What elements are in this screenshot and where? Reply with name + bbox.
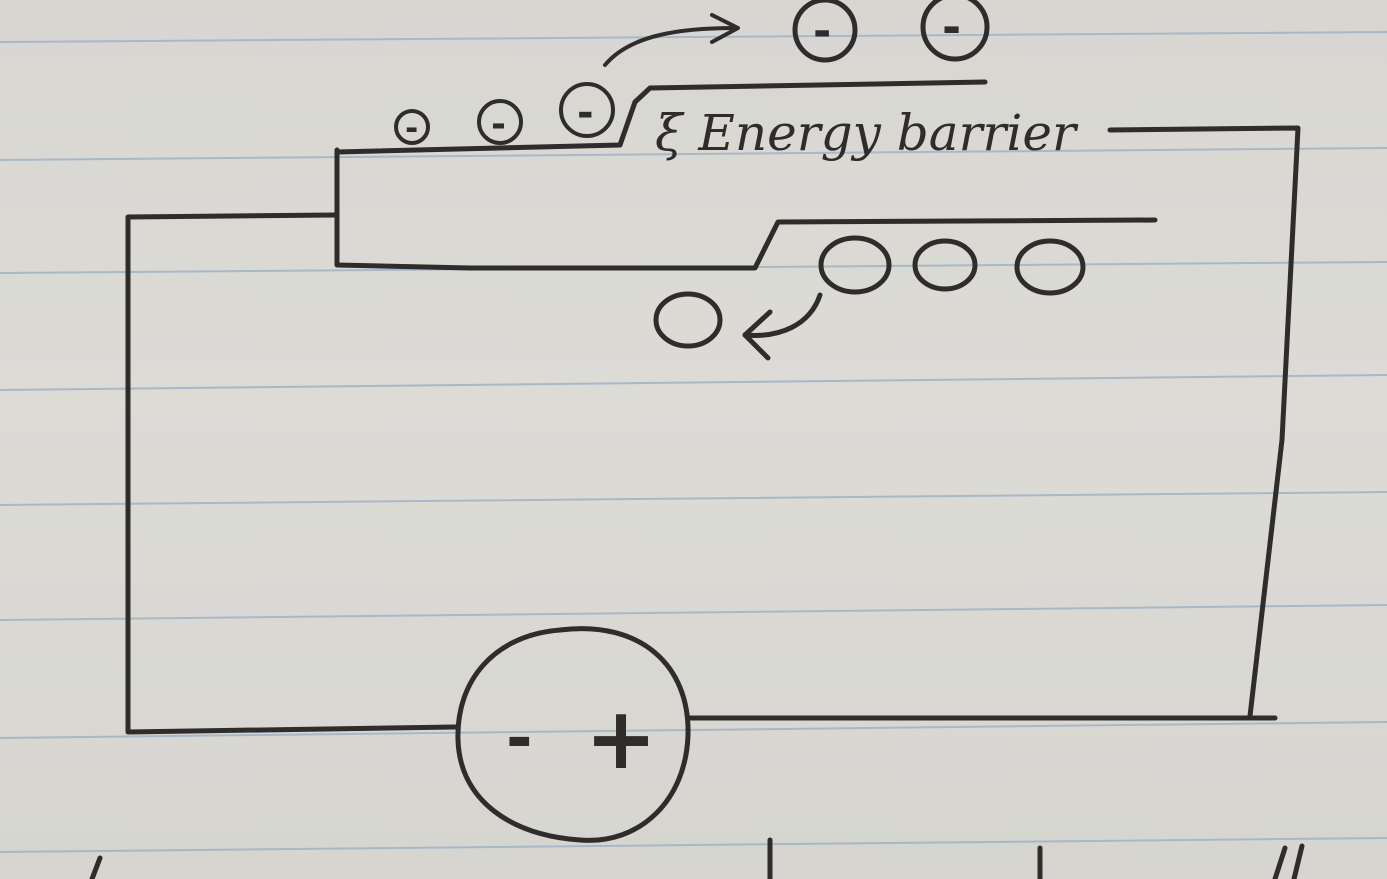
hole-group-right [818, 235, 1086, 296]
svg-text:-: - [405, 109, 418, 147]
negative-terminal: - [506, 702, 533, 776]
electron: - [920, 0, 990, 62]
electron-group-right: - - [792, 0, 990, 63]
hole-drift-arrow [742, 292, 823, 361]
svg-text:-: - [577, 90, 594, 136]
electron: - [559, 82, 615, 138]
hole [818, 235, 892, 295]
hole [1014, 238, 1086, 296]
electron: - [792, 0, 858, 63]
electron-jump-arrow [603, 13, 740, 67]
hole [912, 238, 978, 292]
junction-block [334, 79, 1158, 271]
hole-left [653, 291, 723, 349]
positive-terminal: + [585, 689, 657, 789]
energy-barrier-label: ξ Energy barrier [655, 104, 1079, 162]
svg-text:-: - [813, 6, 831, 57]
electron: - [394, 109, 430, 147]
circuit-wire [125, 125, 1301, 735]
electron-group-left: - - - [394, 82, 615, 147]
electron: - [477, 99, 523, 145]
svg-text:-: - [491, 104, 506, 145]
svg-text:-: - [942, 0, 961, 54]
handwriting-fragment [89, 837, 1305, 879]
voltage-source: - + [455, 626, 691, 843]
